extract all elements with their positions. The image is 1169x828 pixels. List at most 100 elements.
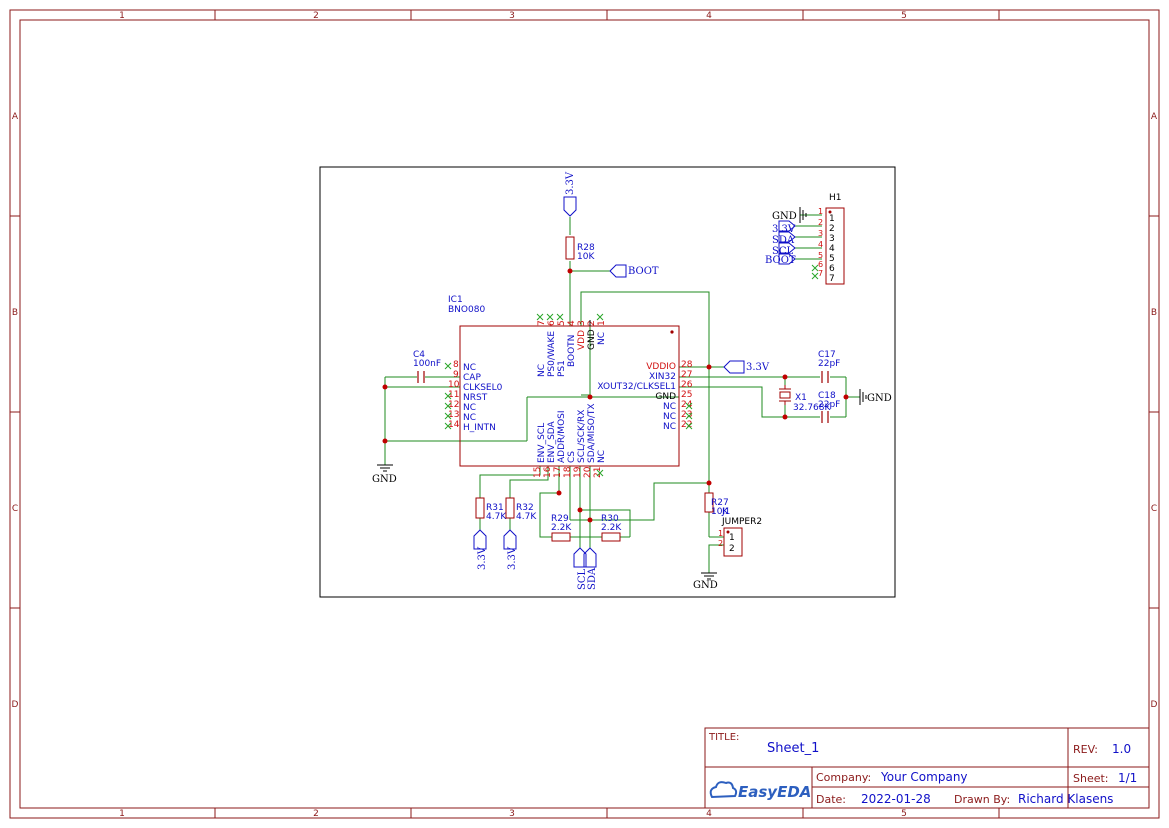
col-label: 2: [313, 809, 319, 819]
pin-num: 24: [681, 400, 693, 410]
pin-name: NC: [663, 422, 676, 432]
pin-name: NC: [663, 402, 676, 412]
net-gnd-bottom: GND: [693, 580, 718, 591]
r30-value: 2.2K: [601, 523, 622, 533]
pin-name: CAP: [463, 373, 481, 383]
crystal-x1[interactable]: X1 32.768K: [779, 385, 831, 413]
ic1-body: [459, 325, 680, 467]
ic1-bottom-pins: ENV_SCL ENV_SDA ADDR/MOSI CS SCL/SCK/RX …: [533, 403, 607, 478]
pin-name: PS1: [557, 360, 567, 377]
c17-value: 22pF: [818, 359, 840, 369]
h1-pin-label: 2: [829, 224, 835, 234]
h1-wire-num: 5: [818, 251, 823, 260]
header-h1[interactable]: H1 1 2 3 4 5 6 7 1 2 3 4 5 6 7: [818, 193, 845, 285]
pin-num: 19: [573, 466, 583, 478]
j1-wire-num: 2: [718, 539, 723, 548]
ic1-ref: IC1: [448, 295, 463, 305]
rev-value: 1.0: [1112, 742, 1131, 756]
x1-value: 32.768K: [793, 403, 831, 413]
drawn-by-value: Richard Klasens: [1018, 792, 1113, 806]
pin-num: 1: [597, 320, 607, 326]
pin-name: GND: [587, 329, 597, 350]
h1-wire-num: 7: [818, 269, 823, 278]
pin-num: 22: [681, 420, 692, 430]
pin-name: SCL/SCK/RX: [577, 410, 587, 463]
pin-name: CS: [567, 451, 577, 463]
h1-pin-label: 1: [829, 214, 835, 224]
pin-num: 25: [681, 390, 692, 400]
pin-num: 6: [547, 320, 557, 326]
pin-name: NRST: [463, 393, 488, 403]
h1-body: [825, 207, 845, 285]
r28-ref: R28: [577, 243, 595, 253]
j1-body: [723, 527, 743, 557]
ic1-right-pins: VDDIO XIN32 XOUT32/CLKSEL1 GND NC NC NC: [597, 362, 676, 432]
pin-name: H_INTN: [463, 423, 496, 433]
col-label: 5: [901, 11, 907, 21]
net-sda-header: SDA: [772, 235, 795, 246]
row-label: A: [12, 112, 19, 122]
net-3v3-r32: 3.3V: [507, 546, 518, 570]
h1-pin-label: 4: [829, 244, 835, 254]
r27-ref: R27: [711, 498, 729, 508]
easyeda-logo: EasyEDA: [709, 781, 811, 801]
resistor-r29[interactable]: R29 2.2K: [551, 514, 572, 542]
pin-num: 16: [543, 466, 553, 478]
pin-num: 21: [593, 467, 603, 478]
resistor-r28[interactable]: R28 10K: [565, 236, 595, 262]
pin-num: 14: [448, 420, 460, 430]
h1-ref: H1: [829, 193, 842, 203]
h1-pin-label: 3: [829, 234, 835, 244]
h1-wire-num: 3: [818, 229, 823, 238]
pin-name: VDD: [577, 330, 587, 350]
pin-name: XIN32: [649, 372, 676, 382]
ic1-symbol[interactable]: IC1 BNO080 NC CAP CLKSEL0 NRST NC NC H_I…: [448, 295, 693, 478]
pin-name: GND: [655, 392, 676, 402]
resistor-r31[interactable]: R31 4.7K: [475, 497, 507, 522]
pin-name: VDDIO: [646, 362, 676, 372]
resistor-r30[interactable]: R30 2.2K: [601, 514, 622, 542]
rev-label: REV:: [1073, 743, 1098, 756]
pin-num: 18: [563, 466, 573, 478]
pin-name: NC: [663, 412, 676, 422]
c4-ref: C4: [413, 350, 425, 360]
capacitor-c4[interactable]: C4 100nF: [413, 350, 441, 383]
col-label: 2: [313, 11, 319, 21]
resistor-r27[interactable]: R27 10K: [704, 492, 729, 517]
r32-ref: R32: [516, 503, 534, 513]
row-label: C: [1151, 504, 1157, 514]
junctions: [382, 268, 849, 523]
r27-value: 10K: [711, 507, 729, 517]
col-label: 1: [119, 11, 125, 21]
j1-wire-num: 1: [718, 529, 723, 538]
pin-num: 2: [587, 320, 597, 326]
jumper-j1[interactable]: J1 JUMPER2 1 2 1 2: [718, 507, 762, 557]
j1-ref: J1: [721, 507, 730, 517]
drawn-by-label: Drawn By:: [954, 793, 1010, 806]
r32-value: 4.7K: [516, 512, 537, 522]
net-3v3-vddio: 3.3V: [746, 362, 770, 373]
h1-wire-num: 6: [818, 260, 823, 269]
net-boot-header: BOOT: [765, 255, 796, 266]
pin-num: 20: [583, 466, 593, 478]
sheet-value: 1/1: [1118, 771, 1137, 785]
title-block: TITLE: Sheet_1 REV: 1.0 Company: Your Co…: [704, 727, 1150, 809]
resistor-r32[interactable]: R32 4.7K: [505, 497, 537, 522]
pin-name: PS0/WAKE: [547, 331, 557, 377]
pin-name: NC: [463, 413, 476, 423]
pin-name: ENV_SCL: [537, 423, 547, 463]
pin-num: 10: [448, 380, 460, 390]
row-label: B: [1151, 308, 1157, 318]
col-label: 3: [509, 11, 515, 21]
capacitor-c18[interactable]: C18 22pF: [818, 391, 840, 423]
net-scl: SCL: [577, 568, 588, 590]
c18-value: 22pF: [818, 400, 840, 410]
pin-num: 28: [681, 360, 693, 370]
pin-name: SDA/MISO/TX: [587, 403, 597, 463]
r29-ref: R29: [551, 514, 569, 524]
pin-num: 17: [553, 467, 563, 478]
h1-pin-label: 5: [829, 254, 835, 264]
pin-name: ADDR/MOSI: [557, 410, 567, 463]
row-label: B: [12, 308, 18, 318]
capacitor-c17[interactable]: C17 22pF: [818, 350, 840, 383]
